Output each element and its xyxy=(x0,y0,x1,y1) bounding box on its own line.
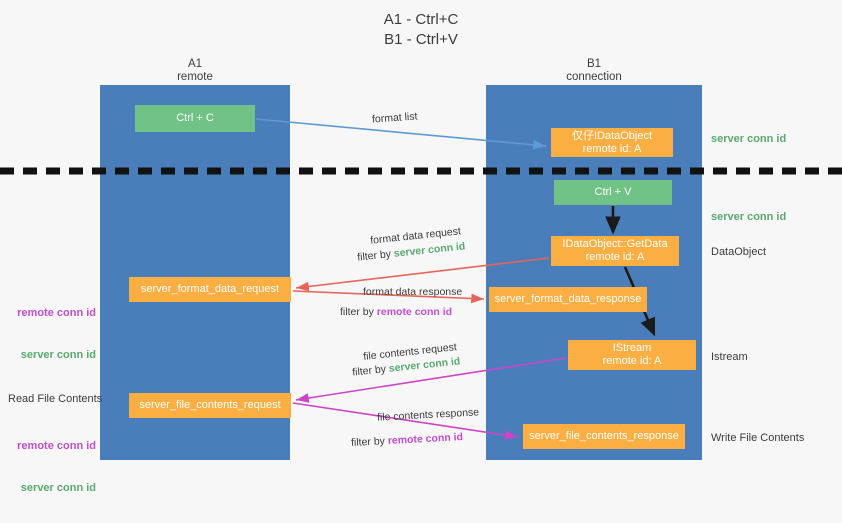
box-server-format-data-response[interactable]: server_format_data_response xyxy=(489,287,647,312)
page-title: A1 - Ctrl+C B1 - Ctrl+V xyxy=(383,11,459,48)
lane-b-header: B1 connection xyxy=(566,58,622,83)
box-idataobject[interactable]: 仅仔IDataObject remote id: A xyxy=(551,128,673,157)
box-server-format-data-request[interactable]: server_format_data_request xyxy=(129,277,291,302)
box-server-file-contents-request[interactable]: server_file_contents_request xyxy=(129,393,291,418)
filter-prefix: filter by xyxy=(350,435,389,449)
annotation-write-file-contents: Write File Contents xyxy=(711,432,805,444)
arrow-format-list xyxy=(255,118,547,150)
annotation-read-file-contents: Read File Contents xyxy=(8,393,103,405)
filter-prefix: filter by xyxy=(351,362,390,379)
arrow-file-contents-request xyxy=(295,357,567,403)
filter-key-remote-conn-id: remote conn id xyxy=(376,306,453,318)
filter-prefix: filter by xyxy=(356,247,395,264)
box-server-file-contents-response[interactable]: server_file_contents_response xyxy=(523,424,685,449)
arrow-format-data-response xyxy=(292,290,485,304)
edge-label-format-data-response: format data response xyxy=(363,286,463,298)
annotation-remote-conn-id: remote conn id xyxy=(17,307,96,319)
annotation-server-conn-id: server conn id xyxy=(20,482,96,494)
annotation-conn-ids-middle: remote conn id server conn id xyxy=(8,278,96,390)
box-istream[interactable]: IStream remote id: A xyxy=(568,340,696,370)
lane-a-header: A1 remote xyxy=(177,58,213,83)
annotation-remote-conn-id: remote conn id xyxy=(17,440,96,452)
annotation-istream: Istream xyxy=(711,351,748,363)
box-idataobject-getdata[interactable]: IDataObject::GetData remote id: A xyxy=(551,236,679,266)
diagram-canvas: A1 - Ctrl+C B1 - Ctrl+V A1 remote B1 con… xyxy=(0,11,842,494)
filter-prefix: filter by xyxy=(340,306,377,318)
filter-key-remote-conn-id: remote conn id xyxy=(387,431,464,447)
annotation-server-conn-id-top: server conn id xyxy=(711,133,787,145)
annotation-dataobject: DataObject xyxy=(711,246,767,258)
box-ctrl-v[interactable]: Ctrl + V xyxy=(554,180,672,205)
annotation-server-conn-id-mid: server conn id xyxy=(711,211,787,223)
edge-filter-format-data-response: filter by remote conn id xyxy=(340,305,452,319)
arrow-file-contents-response xyxy=(292,402,519,440)
arrow-format-data-request xyxy=(295,257,550,292)
box-ctrl-c[interactable]: Ctrl + C xyxy=(135,105,255,132)
annotation-server-conn-id: server conn id xyxy=(20,349,96,361)
annotation-conn-ids-bottom: remote conn id server conn id xyxy=(8,411,96,523)
